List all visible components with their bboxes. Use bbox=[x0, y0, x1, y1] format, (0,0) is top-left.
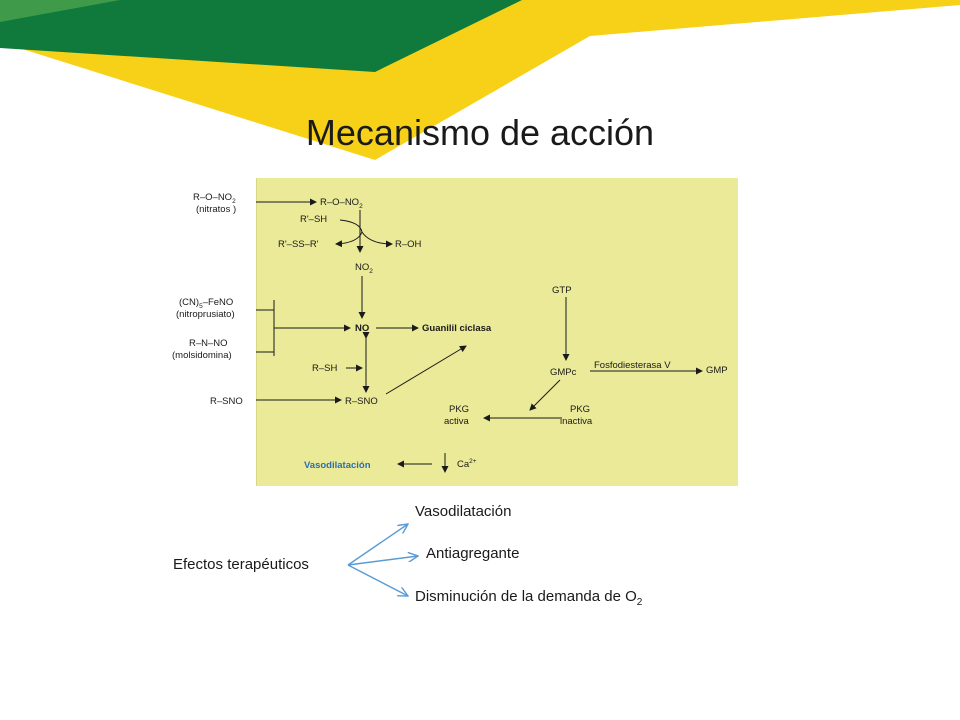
nitroprusside-name: (nitroprusiato) bbox=[176, 309, 235, 320]
arrow-to-disulfide bbox=[335, 231, 363, 248]
rsno-center: R–SNO bbox=[345, 396, 378, 407]
pkg-inactive-line2: inactiva bbox=[560, 416, 593, 427]
gmp-label: GMP bbox=[706, 365, 728, 376]
vasodilation-label: Vasodilatación bbox=[304, 460, 371, 471]
no2-label: NO2 bbox=[355, 262, 373, 275]
thiol-curve bbox=[339, 219, 363, 233]
effect-item-o2-demand: Disminución de la demanda de O2 bbox=[415, 588, 643, 608]
alcohol-label: R–OH bbox=[395, 239, 422, 250]
thiol-label: R'–SH bbox=[300, 214, 327, 225]
center-nitrate: R–O–NO2 bbox=[320, 197, 363, 210]
molsidomine-formula: R–N–NO bbox=[189, 338, 228, 349]
effect-arrow-vasodilation bbox=[347, 524, 408, 566]
pkg-active-line2: activa bbox=[444, 416, 470, 427]
nitrate-formula: R–O–NO2 bbox=[193, 192, 236, 205]
rsno-left: R–SNO bbox=[210, 396, 243, 407]
nitrate-name: (nitratos ) bbox=[196, 204, 236, 215]
banner-green-highlight bbox=[0, 0, 120, 22]
pkg-active-line1: PKG bbox=[449, 404, 469, 415]
mechanism-figure-background bbox=[256, 178, 738, 486]
arrow-gmpc-to-pkg bbox=[529, 379, 561, 411]
effect-item-vasodilation: Vasodilatación bbox=[415, 503, 512, 520]
nitroprusside-formula: (CN)5–FeNO bbox=[179, 297, 233, 310]
effects-label: Efectos terapéuticos bbox=[173, 556, 309, 573]
banner-green-band bbox=[0, 0, 522, 72]
molsidomine-name: (molsidomina) bbox=[172, 350, 232, 361]
arrow-rsno-to-guanylyl bbox=[385, 345, 467, 395]
disulfide-label: R'–SS–R' bbox=[278, 239, 319, 250]
pkg-inactive-line1: PKG bbox=[570, 404, 590, 415]
gmpc-label: GMPc bbox=[550, 367, 577, 378]
rsh-label: R–SH bbox=[312, 363, 337, 374]
calcium-label: Ca2+ bbox=[457, 458, 477, 470]
figure-edge bbox=[256, 178, 739, 486]
guanylyl-cyclase-label: Guanilil ciclasa bbox=[422, 323, 492, 334]
no-label: NO bbox=[355, 323, 369, 334]
effect-arrow-antiplatelet bbox=[347, 556, 418, 566]
slide-title: Mecanismo de acción bbox=[305, 112, 655, 153]
pde-label: Fosfodiesterasa V bbox=[594, 360, 671, 371]
header-banner bbox=[0, 0, 960, 160]
arrow-to-alcohol bbox=[361, 231, 393, 248]
effect-item-antiplatelet: Antiagregante bbox=[426, 545, 520, 562]
gtp-label: GTP bbox=[552, 285, 572, 296]
effect-arrow-o2-demand bbox=[347, 564, 408, 596]
